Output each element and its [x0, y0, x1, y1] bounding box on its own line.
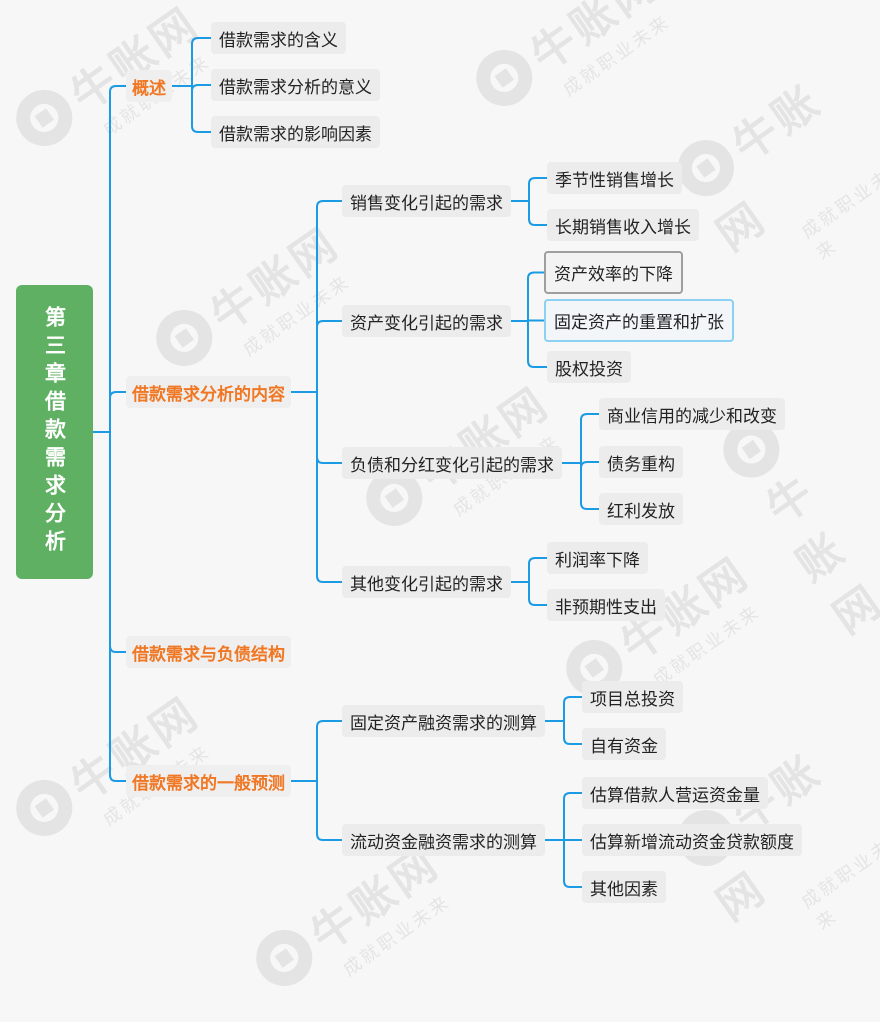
connector-line: [527, 360, 548, 368]
connector-line: [109, 391, 127, 399]
connector-line: [316, 720, 343, 728]
topic-loan-analysis-significance[interactable]: 借款需求分析的意义: [211, 69, 380, 101]
connector-line: [563, 792, 583, 800]
connector-line: [316, 456, 343, 464]
topic-long-term-revenue-growth[interactable]: 长期销售收入增长: [547, 209, 699, 241]
connector-line: [316, 833, 343, 841]
connector-line: [527, 271, 545, 280]
topic-own-funds[interactable]: 自有资金: [582, 728, 666, 760]
mindmap-canvas: 牛账网成就职业未来牛账网成就职业未来牛账网成就职业未来牛账网成就职业未来牛账网成…: [0, 0, 880, 920]
connector-line: [191, 37, 212, 45]
category-loan-debt-structure[interactable]: 借款需求与负债结构: [126, 636, 291, 668]
connector-line: [191, 84, 212, 92]
topic-other-change-demand[interactable]: 其他变化引起的需求: [342, 566, 511, 598]
topic-fixed-asset-financing[interactable]: 固定资产融资需求的测算: [342, 705, 545, 737]
connector-line: [109, 774, 127, 782]
topic-loan-demand-meaning[interactable]: 借款需求的含义: [211, 22, 346, 54]
topic-debt-restructuring[interactable]: 债务重构: [599, 446, 683, 478]
topic-new-working-capital-loan[interactable]: 估算新增流动资金贷款额度: [582, 824, 802, 856]
topic-trade-credit-change[interactable]: 商业信用的减少和改变: [599, 398, 785, 430]
topic-sales-change-demand[interactable]: 销售变化引起的需求: [342, 185, 511, 217]
connector-line: [316, 200, 343, 208]
topic-equity-investment[interactable]: 股权投资: [547, 351, 631, 383]
topic-total-project-investment[interactable]: 项目总投资: [582, 681, 683, 713]
topic-working-capital-financing[interactable]: 流动资金融资需求的测算: [342, 824, 545, 856]
root-node[interactable]: 第三章借款需求分析: [16, 285, 93, 579]
watermark-logo-icon: [245, 918, 324, 997]
topic-unexpected-expenditure[interactable]: 非预期性支出: [547, 589, 665, 621]
connector-line: [528, 218, 548, 226]
connector-line: [316, 320, 343, 328]
topic-fixed-asset-replacement[interactable]: 固定资产的重置和扩张: [544, 299, 734, 342]
topic-dividend-payment[interactable]: 红利发放: [599, 493, 683, 525]
topic-liability-dividend-demand[interactable]: 负债和分红变化引起的需求: [342, 447, 562, 479]
connector-line: [109, 85, 127, 93]
connector-line: [563, 880, 583, 888]
connector-line: [563, 737, 583, 745]
connector-line: [580, 461, 600, 469]
connector-line: [528, 598, 548, 606]
topic-loan-influencing-factors[interactable]: 借款需求的影响因素: [211, 116, 380, 148]
connector-line: [528, 557, 548, 565]
topic-seasonal-sales-growth[interactable]: 季节性销售增长: [547, 162, 682, 194]
topic-profit-margin-decline[interactable]: 利润率下降: [547, 542, 648, 574]
connector-line: [580, 413, 600, 421]
connector-line: [191, 125, 212, 133]
connector-lines: [92, 37, 600, 888]
topic-working-capital-estimate[interactable]: 估算借款人营运资金量: [582, 777, 768, 809]
topic-asset-change-demand[interactable]: 资产变化引起的需求: [342, 305, 511, 337]
topic-other-factors[interactable]: 其他因素: [582, 871, 666, 903]
connector-line: [563, 696, 583, 704]
connector-line: [580, 502, 600, 510]
topic-asset-efficiency-decline[interactable]: 资产效率的下降: [544, 251, 683, 294]
category-analysis-content[interactable]: 借款需求分析的内容: [126, 376, 291, 408]
connector-line: [109, 645, 127, 653]
connector-line: [528, 177, 548, 185]
category-overview[interactable]: 概述: [126, 70, 172, 102]
category-general-forecast[interactable]: 借款需求的一般预测: [126, 765, 291, 797]
connector-line: [316, 575, 343, 583]
